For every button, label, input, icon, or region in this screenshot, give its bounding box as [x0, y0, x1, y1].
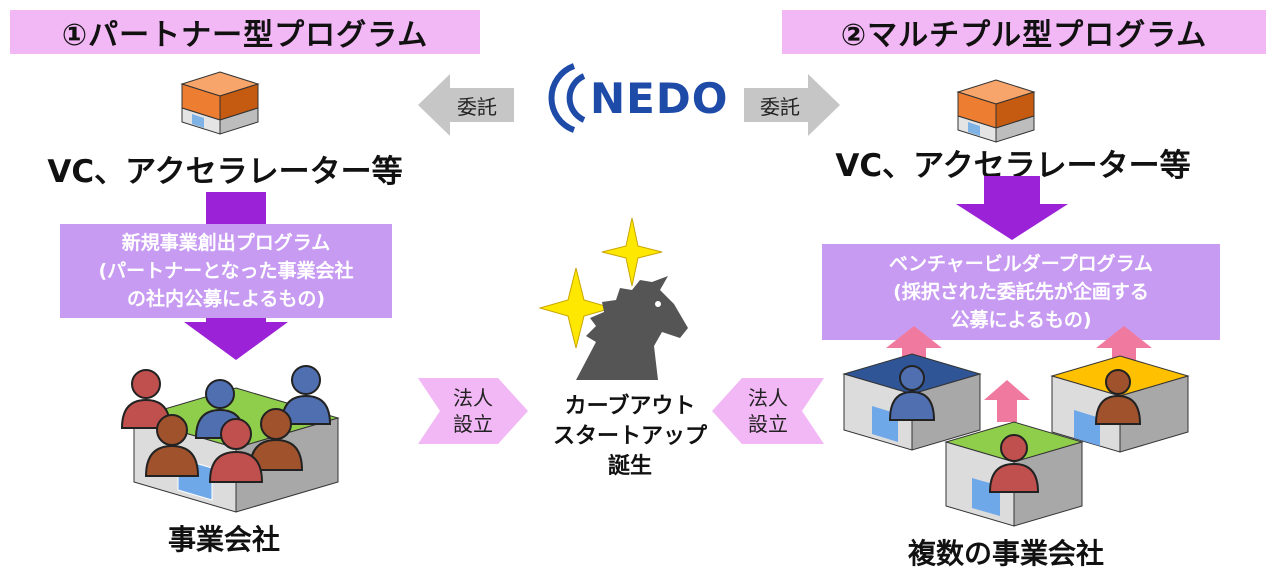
result-line: カーブアウト — [564, 394, 696, 419]
nedo-logo-icon — [548, 63, 586, 133]
down-arrow-right — [956, 176, 1068, 240]
unicorn-icon — [576, 276, 688, 380]
establish-label-line: 法人 — [453, 386, 493, 410]
commission-label-right: 委託 — [760, 94, 800, 119]
sparkle-icon — [538, 217, 663, 349]
company-label-left: 事業会社 — [168, 523, 281, 556]
up-arrow-2 — [1096, 326, 1152, 370]
program-line: の社内公募によるもの) — [126, 288, 326, 310]
company-building-people-icon — [120, 365, 340, 513]
company-building-blue-icon — [842, 353, 982, 451]
program-line: (パートナーとなった事業会社 — [98, 260, 354, 282]
multiple-program-banner: ②マルチプル型プログラム — [782, 10, 1266, 54]
program-line: (採択された委託先が企画する — [893, 281, 1149, 303]
vc-building-icon-right — [956, 79, 1036, 143]
result-line: 誕生 — [607, 454, 652, 479]
program-line: ベンチャービルダープログラム — [888, 253, 1154, 275]
establish-label-line: 法人 — [748, 386, 788, 410]
establish-label-line: 設立 — [453, 412, 493, 436]
program-line: 公募によるもの) — [950, 309, 1092, 331]
up-arrow-3 — [984, 380, 1030, 422]
company-building-green-icon — [944, 421, 1084, 527]
commission-label-left: 委託 — [457, 94, 497, 119]
establish-arrow-left: 法人 設立 — [418, 378, 528, 444]
program-line: 新規事業創出プログラム — [121, 232, 331, 254]
commission-arrow-left: 委託 — [418, 74, 514, 136]
vc-building-icon-left — [180, 71, 260, 135]
company-building-orange-icon — [1050, 355, 1190, 453]
establish-label-line: 設立 — [748, 412, 788, 436]
partner-program-banner: ①パートナー型プログラム — [10, 10, 480, 54]
up-arrow-1 — [886, 326, 942, 370]
vc-label-left: VC、アクセラレーター等 — [47, 154, 403, 190]
program-box-right: ベンチャービルダープログラム (採択された委託先が企画する 公募によるもの) — [822, 244, 1220, 340]
carveout-startup-text: カーブアウト スタートアップ 誕生 — [536, 392, 724, 482]
result-line: スタートアップ — [552, 424, 707, 449]
commission-arrow-right: 委託 — [744, 74, 840, 136]
company-label-right: 複数の事業会社 — [908, 537, 1105, 570]
establish-arrow-right: 法人 設立 — [712, 378, 824, 444]
nedo-logo-text: NEDO — [590, 74, 729, 123]
program-box-left: 新規事業創出プログラム (パートナーとなった事業会社 の社内公募によるもの) — [60, 224, 392, 318]
